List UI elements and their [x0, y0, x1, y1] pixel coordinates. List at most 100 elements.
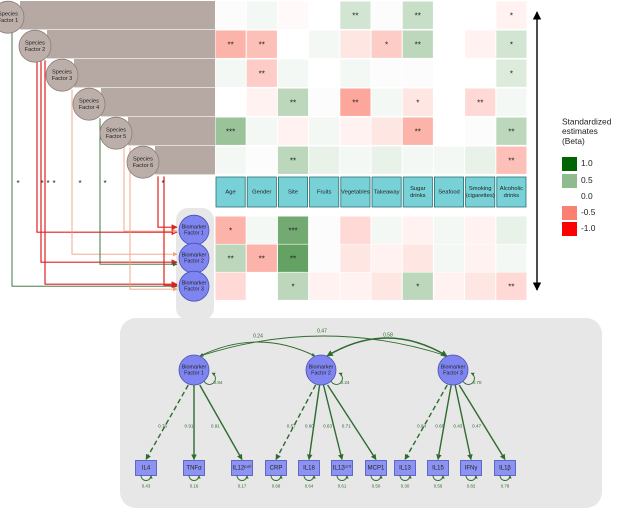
residual-loop — [432, 475, 445, 481]
heat-cell — [465, 30, 496, 58]
path-significance-mark: * — [78, 179, 81, 188]
covariance-label: 0.24 — [253, 333, 263, 339]
category-cell — [465, 176, 496, 208]
significance-label: ** — [508, 156, 514, 165]
heat-cell — [371, 216, 402, 244]
heat-cell — [433, 59, 465, 87]
heat-cell — [215, 146, 246, 174]
factor-path — [123, 147, 178, 234]
loading-label: 0.66 — [435, 424, 444, 429]
heat-cell — [371, 146, 402, 174]
indicator-label: IL15 — [432, 466, 444, 472]
heat-cell — [496, 146, 527, 174]
residual-label: 0.64 — [305, 484, 314, 489]
loading-label: 0.71 — [342, 424, 351, 429]
category-label: Vegetables — [341, 190, 370, 196]
heat-cell — [433, 244, 465, 272]
indicator-box — [265, 460, 287, 476]
residual-loop — [465, 475, 478, 481]
heat-cell — [309, 244, 340, 272]
loading-label: 0.76 — [158, 424, 167, 429]
species-band — [74, 59, 215, 88]
heat-cell — [402, 272, 433, 300]
heat-cell — [402, 216, 433, 244]
heat-cell — [465, 1, 496, 29]
loading-label: 0.43 — [453, 424, 462, 429]
loading-label: 0.91 — [185, 424, 194, 429]
loading-label: 0.63 — [323, 424, 332, 429]
heat-cell — [215, 88, 246, 116]
heat-cell — [277, 244, 309, 272]
species-factor-node — [72, 87, 106, 121]
heat-cell — [309, 146, 340, 174]
heat-cell — [246, 1, 277, 29]
significance-label: ** — [415, 11, 421, 20]
factor-path — [11, 31, 178, 289]
category-cell — [402, 176, 433, 208]
path-significance-mark: * — [40, 179, 43, 188]
residual-loop — [499, 475, 512, 481]
legend-swatch — [562, 222, 577, 236]
indicator-box — [135, 460, 157, 476]
indicator-box — [394, 460, 416, 476]
heat-cell — [340, 272, 371, 300]
loading-path — [306, 384, 321, 461]
category-label: Seafood — [438, 190, 460, 196]
residual-loop — [303, 475, 316, 481]
category-cell — [309, 176, 340, 208]
heat-cell — [402, 146, 433, 174]
significance-label: ** — [290, 254, 296, 263]
heat-cell — [309, 1, 340, 29]
heat-cell — [277, 272, 309, 300]
heat-cell — [340, 146, 371, 174]
residual-loop — [399, 475, 412, 481]
path-significance-mark: * — [103, 179, 106, 188]
factor-path — [157, 176, 178, 231]
loading-label: 0.57 — [287, 424, 296, 429]
heat-cell — [215, 272, 246, 300]
indicator-label: CRP — [270, 466, 283, 472]
heat-cell — [465, 59, 496, 87]
sem-factor-node — [437, 354, 469, 386]
loading-path — [327, 384, 377, 460]
category-cell — [246, 176, 277, 208]
heat-cell — [309, 117, 340, 145]
heat-cell — [309, 59, 340, 87]
heat-cell — [433, 30, 465, 58]
indicator-box — [494, 460, 516, 476]
category-cell — [340, 176, 371, 208]
significance-label: ** — [508, 282, 514, 291]
factor-path — [129, 147, 178, 292]
heat-cell — [246, 216, 277, 244]
heat-cell — [340, 88, 371, 116]
heat-cell — [433, 216, 465, 244]
heat-cell — [402, 1, 433, 29]
heat-cell — [402, 244, 433, 272]
species-factor-node — [99, 116, 133, 150]
heat-cell — [246, 146, 277, 174]
significance-label: ** — [477, 98, 483, 107]
indicator-label: MCP1 — [368, 466, 385, 472]
factor-path — [71, 89, 178, 257]
indicator-box — [460, 460, 482, 476]
heat-cell — [246, 244, 277, 272]
heat-cell — [465, 88, 496, 116]
factor-variance-label: 0.84 — [214, 380, 223, 385]
covariance-label: 0.47 — [317, 328, 327, 334]
residual-label: 0.50 — [372, 484, 381, 489]
significance-label: * — [510, 40, 513, 49]
heat-cell — [277, 146, 309, 174]
covariance-label: 0.58 — [383, 332, 393, 338]
loading-path — [458, 384, 506, 460]
heat-cell — [309, 216, 340, 244]
significance-label: *** — [226, 127, 235, 136]
biomarker-factor-node — [178, 270, 210, 302]
loading-label: 0.60 — [305, 424, 314, 429]
heat-cell — [496, 1, 527, 29]
indicator-box — [298, 460, 320, 476]
indicator-label: IL13 — [399, 466, 411, 472]
